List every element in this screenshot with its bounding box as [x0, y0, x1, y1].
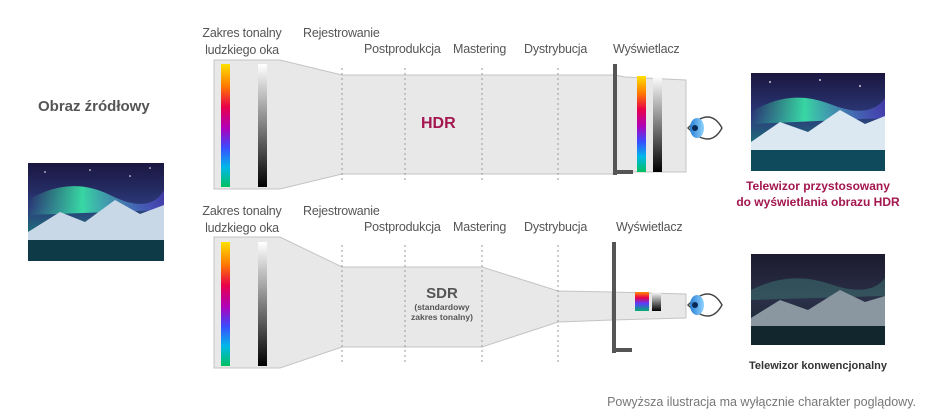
hdr-stage-recording: Rejestrowanie: [303, 26, 380, 40]
sdr-stage-mastering: Mastering: [453, 220, 507, 234]
hdr-tv-image: [751, 73, 885, 171]
sdr-stage-postproduction: Postprodukcja: [364, 220, 441, 234]
sdr-tag: SDR: [426, 285, 458, 302]
hdr-human-spectrum-bar: [221, 64, 230, 187]
hdr-display-panel-icon: [613, 64, 633, 175]
hdr-tv-caption: Telewizor przystosowany do wyświetlania …: [723, 178, 913, 210]
sdr-tag-subtitle-line2: zakres tonalny): [411, 312, 473, 322]
source-image: [28, 163, 164, 261]
hdr-stage-display: Wyświetlacz: [613, 42, 680, 56]
footnote: Powyższa ilustracja ma wyłącznie charakt…: [607, 395, 916, 409]
hdr-display-spectrum-bar: [637, 76, 646, 172]
hdr-tag: HDR: [421, 115, 456, 132]
sdr-funnel: [213, 236, 687, 369]
hdr-stage-distribution: Dystrybucja: [524, 42, 588, 56]
source-image-title: Obraz źródłowy: [38, 98, 150, 115]
hdr-stage-postproduction: Postprodukcja: [364, 42, 441, 56]
hdr-tv-caption-line1: Telewizor przystosowany: [746, 179, 890, 193]
sdr-tv-caption: Telewizor konwencjonalny: [749, 360, 887, 372]
sdr-human-range-label: Zakres tonalny ludzkiego oka: [202, 204, 282, 235]
sdr-stage-distribution: Dystrybucja: [524, 220, 588, 234]
sdr-tag-subtitle: (standardowy zakres tonalny): [397, 302, 487, 322]
sdr-display-panel-icon: [612, 242, 632, 353]
hdr-human-range-label: Zakres tonalny ludzkiego oka: [202, 26, 282, 57]
sdr-human-spectrum-bar: [221, 242, 230, 366]
sdr-display-gray-bar: [652, 292, 661, 311]
sdr-tag-subtitle-line1: (standardowy: [414, 302, 470, 312]
hdr-display-gray-bar: [653, 76, 662, 172]
sdr-eye-icon: [687, 293, 723, 317]
hdr-stage-mastering: Mastering: [453, 42, 507, 56]
hdr-human-gray-bar: [258, 64, 267, 187]
sdr-stage-recording: Rejestrowanie: [303, 204, 380, 218]
hdr-eye-icon: [687, 116, 723, 140]
sdr-human-gray-bar: [258, 242, 267, 366]
hdr-tv-caption-line2: do wyświetlania obrazu HDR: [736, 195, 900, 209]
sdr-display-spectrum-bar: [635, 292, 649, 311]
sdr-stage-display: Wyświetlacz: [616, 220, 683, 234]
sdr-tv-image: [751, 254, 885, 345]
